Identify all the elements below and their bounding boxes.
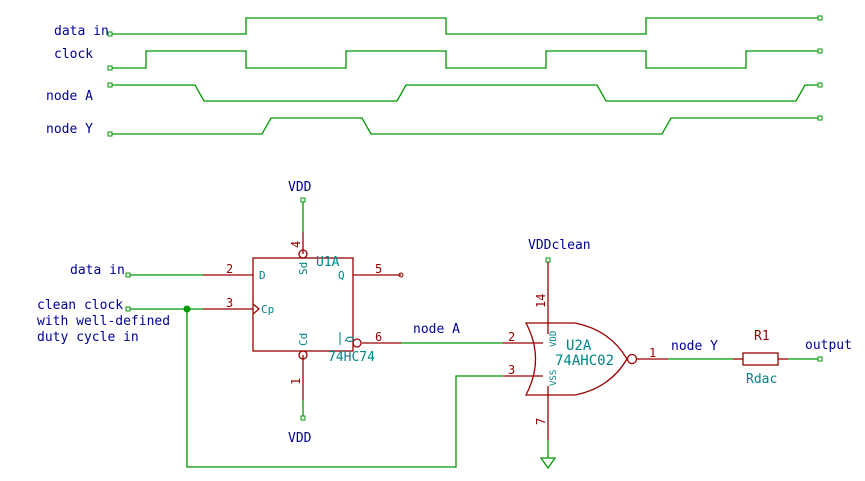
- gate-pin-num-vdd: 14: [534, 294, 548, 308]
- terminal: [817, 48, 823, 54]
- ff-pin-name-qbar: Q: [343, 336, 356, 343]
- gate-pin-name-vdd: VDD: [549, 331, 559, 347]
- terminal: [817, 115, 823, 121]
- ff-pin-num-sd: 4: [289, 241, 303, 248]
- input-label-clock-line2: with well-defined: [37, 314, 170, 329]
- flipflop-u1a: 2 3 5 6 4 1 D Cp Q Q Sd Cd U1A 74HC74: [203, 232, 404, 400]
- ff-ref: U1A: [316, 255, 340, 270]
- resistor-ref: R1: [754, 329, 770, 344]
- ff-pin-num-cp: 3: [226, 296, 233, 310]
- ff-pin-name-sd: Sd: [297, 262, 310, 275]
- terminal: [107, 65, 113, 71]
- terminal: [107, 82, 113, 88]
- gate-pin-num-in2: 3: [508, 363, 515, 377]
- nor-output-bubble: [626, 353, 638, 365]
- terminal: [300, 415, 306, 421]
- waveform-node-a: [110, 84, 820, 102]
- vdd-bottom-label: VDD: [288, 431, 312, 446]
- nor-gate-body: [524, 322, 628, 396]
- input-label-clock-line3: duty cycle in: [37, 330, 139, 345]
- terminal: [125, 306, 131, 312]
- waveform-clock: [110, 50, 820, 69]
- terminal: [300, 197, 306, 203]
- ff-pin-num-q: 5: [375, 262, 382, 276]
- ff-pin-name-cd: Cd: [297, 333, 310, 346]
- terminal: [125, 272, 131, 278]
- timing-label-clock: clock: [54, 47, 93, 62]
- vdd-top-label: VDD: [288, 180, 312, 195]
- wire-clock-feedback: [186, 309, 503, 468]
- gate-pin-name-vss: VSS: [549, 370, 559, 386]
- ff-pin-num-qbar: 6: [375, 330, 382, 344]
- input-label-clock-line1: clean clock: [37, 298, 123, 313]
- net-label-output: output: [805, 338, 852, 353]
- timing-label-node-a: node A: [46, 89, 93, 104]
- net-label-node-a: node A: [413, 322, 460, 337]
- gate-pin-num-in1: 2: [508, 330, 515, 344]
- gate-part: 74AHC02: [555, 353, 614, 369]
- ff-pin-name-cp: Cp: [261, 303, 274, 316]
- resistor-r1: R1 Rdac: [733, 329, 788, 387]
- terminal: [817, 15, 823, 21]
- vddclean-label: VDDclean: [528, 238, 591, 253]
- gate-pin-num-out: 1: [649, 346, 656, 360]
- ff-part: 74HC74: [328, 350, 375, 365]
- input-label-data-in: data in: [70, 263, 125, 278]
- terminal: [107, 131, 113, 137]
- terminal: [817, 82, 823, 88]
- terminal: [817, 356, 823, 362]
- resistor-body: [742, 352, 779, 366]
- waveform-data-in: [110, 17, 820, 35]
- ff-pin-num-cd: 1: [289, 378, 303, 385]
- resistor-value: Rdac: [746, 372, 777, 387]
- ff-pin-name-d: D: [259, 269, 266, 282]
- ff-pin-num-d: 2: [226, 262, 233, 276]
- pin-end: [398, 272, 404, 278]
- waveform-node-y: [110, 117, 820, 135]
- gate-pin-num-vss: 7: [534, 418, 548, 425]
- gate-ref: U2A: [566, 338, 592, 354]
- terminal: [545, 257, 551, 263]
- junction-dot: [183, 305, 191, 313]
- timing-label-data-in: data in: [54, 24, 109, 39]
- terminal: [107, 31, 113, 37]
- ground-icon: [539, 457, 557, 470]
- timing-diagram: data in clock node A node Y: [46, 15, 823, 137]
- ff-pin-name-q: Q: [338, 269, 345, 282]
- nor-gate-u2a: 2 3 1 14 7 VDD VSS U2A 74AHC02: [503, 262, 668, 440]
- net-label-node-y: node Y: [671, 339, 718, 354]
- timing-label-node-y: node Y: [46, 122, 93, 137]
